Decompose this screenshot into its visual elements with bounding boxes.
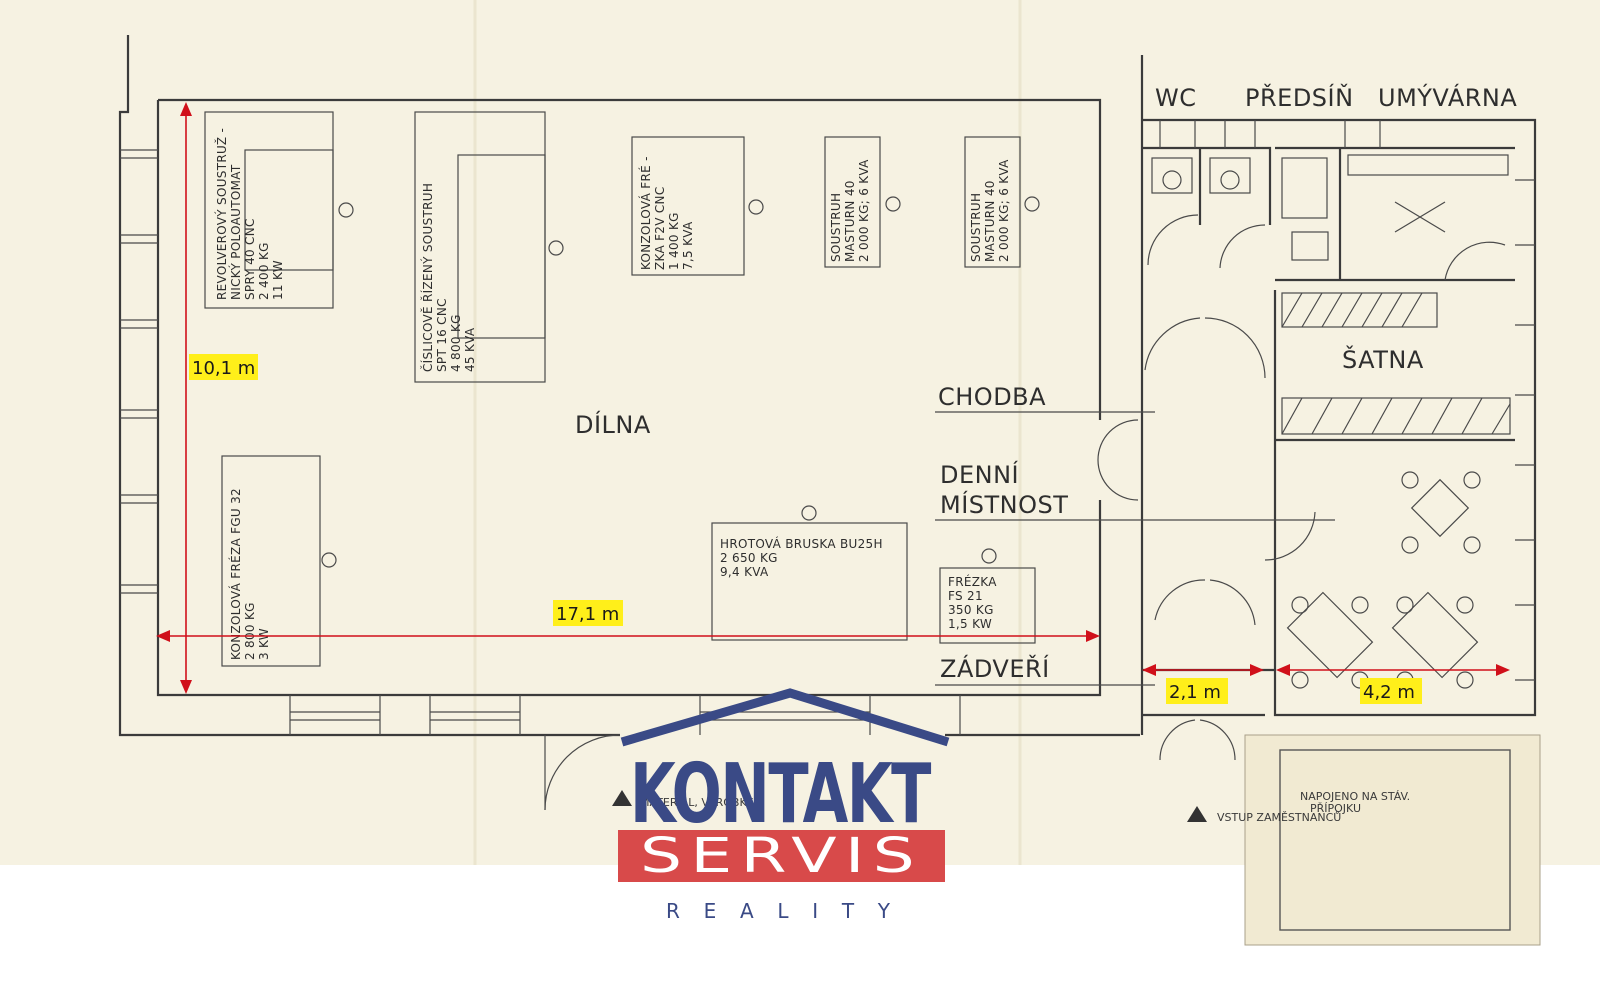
entry-triangle-icon: [1187, 806, 1207, 822]
machine-text: 2 000 KG; 6 KVA: [997, 159, 1011, 262]
dim-badge: [189, 354, 258, 380]
machine-text: 11 KW: [271, 260, 285, 300]
machine-text: 2 000 KG; 6 KVA: [857, 159, 871, 262]
logo-kontakt: KONTAKT: [630, 747, 931, 842]
machine-text: KONZOLOVÁ FRÉ -: [638, 156, 653, 270]
dim-satna: 4,2 m: [1363, 682, 1415, 703]
logo-servis: SERVIS: [640, 828, 923, 884]
machine-label-revolver: REVOLVEROVÝ SOUSTRUŽ - NICKÝ POLOAUTOMAT…: [214, 128, 285, 300]
machine-outlines: [204, 111, 1040, 667]
machine-text: SOUSTRUH: [969, 193, 983, 262]
room-label-umyvarna: UMÝVÁRNA: [1378, 83, 1517, 112]
dimension-lines: [156, 102, 1510, 694]
room-label-zadveri: ZÁDVEŘÍ: [940, 654, 1050, 683]
paper-sheet: [0, 0, 1600, 865]
dim-width: 17,1 m: [556, 604, 619, 625]
room-label-satna: ŠATNA: [1342, 344, 1424, 374]
machine-text: 7,5 KVA: [681, 221, 695, 270]
machine-text: FS 21: [948, 589, 983, 603]
dim-badge: [553, 600, 623, 626]
machine-text: SOUSTRUH: [829, 193, 843, 262]
dim-height: 10,1 m: [192, 358, 255, 379]
machine-text: SPT 16 CNC: [435, 298, 449, 372]
note-napojeno: NAPOJENO NA STÁV.: [1300, 790, 1410, 803]
logo-red-band: [618, 830, 945, 882]
machine-text: ZKA F2V CNC: [653, 187, 667, 271]
logo-reality: REALITY: [666, 899, 906, 923]
lockers: [1281, 292, 1511, 435]
machine-text: 9,4 KVA: [720, 565, 769, 579]
machine-text: 350 KG: [948, 603, 994, 617]
kontakt-servis-logo: KONTAKT SERVIS REALITY: [618, 688, 950, 923]
machine-label-bruska: HROTOVÁ BRUSKA BU25H 2 650 KG 9,4 KVA: [720, 536, 883, 579]
machine-text: 2 650 KG: [720, 551, 778, 565]
dim-corridor: 2,1 m: [1169, 682, 1221, 703]
entry-triangle-icon: [612, 790, 632, 806]
dim-badge: [1360, 678, 1422, 704]
machine-text: 4 800 KG: [449, 314, 463, 372]
room-label-denni: DENNÍ: [940, 460, 1019, 489]
room-label-chodba: CHODBA: [938, 383, 1046, 411]
machine-text: 45 KVA: [463, 327, 477, 372]
room-label-mistnost: MÍSTNOST: [940, 490, 1068, 519]
machine-text: ČÍSLICOVĚ ŘÍZENÝ SOUSTRUH: [420, 183, 435, 372]
machine-text: 1,5 KW: [948, 617, 992, 631]
machine-label-konzolova-freza-cnc: KONZOLOVÁ FRÉ - ZKA F2V CNC 1 400 KG 7,5…: [638, 156, 695, 270]
attached-sheet: [1244, 734, 1541, 946]
dim-badge: [1166, 678, 1228, 704]
note-material: MATERIÁL, VÝROBKY: [640, 796, 753, 809]
machine-label-soustruh-2: SOUSTRUH MASTURN 40 2 000 KG; 6 KVA: [969, 159, 1011, 262]
machine-text: MASTURN 40: [843, 180, 857, 262]
machine-text: FRÉZKA: [948, 574, 997, 589]
machine-label-frezka: FRÉZKA FS 21 350 KG 1,5 KW: [948, 574, 997, 631]
machine-text: NICKÝ POLOAUTOMAT: [228, 164, 243, 300]
note-vstup: VSTUP ZAMĚSTNANCŮ: [1217, 811, 1341, 824]
machine-text: MASTURN 40: [983, 180, 997, 262]
machine-text: SPRY 40 CNC: [243, 218, 257, 300]
room-label-dilna: DÍLNA: [575, 410, 651, 439]
machine-text: 2 800 KG: [243, 602, 257, 660]
machine-text: 1 400 KG: [667, 212, 681, 270]
machine-label-cislicove: ČÍSLICOVĚ ŘÍZENÝ SOUSTRUH SPT 16 CNC 4 8…: [420, 183, 477, 372]
machine-text: 3 KW: [257, 628, 271, 660]
machine-text: REVOLVEROVÝ SOUSTRUŽ -: [214, 128, 229, 300]
machine-label-soustruh-1: SOUSTRUH MASTURN 40 2 000 KG; 6 KVA: [829, 159, 871, 262]
machine-text: HROTOVÁ BRUSKA BU25H: [720, 536, 883, 551]
room-label-wc: WC: [1155, 84, 1197, 112]
tables-and-chairs: [1286, 471, 1481, 689]
note-pripojku: PŘÍPOJKU: [1310, 802, 1361, 815]
room-label-predsin: PŘEDSÍŇ: [1245, 83, 1354, 112]
connection-sketch: [1279, 749, 1511, 931]
machine-text: KONZOLOVÁ FRÉZA FGU 32: [228, 488, 243, 660]
machine-text: 2 400 KG: [257, 242, 271, 300]
